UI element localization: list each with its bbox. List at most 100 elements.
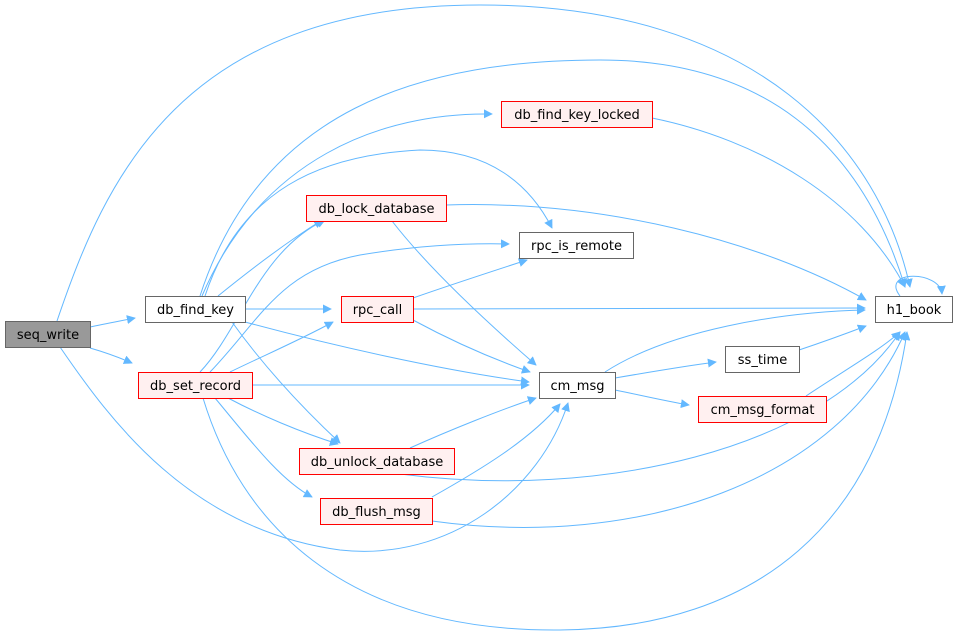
edge-rpc-call-to-rpc-is-remote [412,258,528,299]
edge-arrow [199,59,907,297]
node-box [519,232,634,259]
edge-arrow [895,275,946,297]
edge-arrow [201,109,493,297]
node-label: ss_time [738,353,787,368]
edge-arrow [209,239,510,373]
node-box [5,321,91,348]
edge-arrow [202,331,911,631]
node-box [320,498,433,525]
edge-arrow [59,346,570,552]
edge-seq-write-to-db-set-record [89,347,133,364]
edge-arrow [445,204,867,301]
edge-rpc-call-to-cm-msg [412,319,531,374]
node-db-find-key-locked[interactable]: db_find_key_locked [501,101,653,128]
node-box [539,372,616,399]
node-label: h1_book [887,303,942,318]
node-box [145,296,246,323]
edge-rpc-call-to-h1-book [412,303,866,313]
node-ss-time[interactable]: ss_time [725,346,800,373]
edge-arrow [431,331,906,528]
edge-db-find-key-to-cm-msg [244,321,530,386]
edge-db-set-record-to-rpc-is-remote [209,239,510,373]
node-box [698,396,827,423]
node-label: db_flush_msg [332,505,421,520]
node-label: db_set_record [150,379,241,394]
edge-arrow [805,331,901,397]
node-box [306,195,447,222]
node-label: seq_write [17,328,79,343]
edge-arrow [399,331,901,482]
edge-arrow [244,321,530,386]
edge-arrow [604,305,866,373]
node-seq-write[interactable]: seq_write [5,321,91,348]
edge-arrow [56,4,913,322]
edge-seq-write-to-db-find-key [89,315,136,328]
edge-cm-msg-to-cm-msg-format [614,389,690,409]
edge-arrow [614,358,717,379]
edge-arrow [409,396,537,449]
node-label: rpc_is_remote [531,239,622,254]
node-label: db_find_key_locked [514,108,639,123]
edge-arrow [798,324,867,351]
edge-cm-msg-to-ss-time [614,358,717,379]
edge-arrow [431,403,561,498]
node-h1-book[interactable]: h1_book [875,296,953,323]
edge-cm-msg-format-to-h1-book [805,331,901,397]
node-box [725,346,800,373]
edges-layer [56,4,946,631]
edge-db-set-record-to-db-lock-database [199,219,326,373]
edge-ss-time-to-h1-book [798,324,867,351]
edge-db-find-key-to-db-unlock-database [231,321,341,444]
edge-db-set-record-to-rpc-call [229,321,334,373]
node-box [501,101,653,128]
edge-arrow [227,397,339,446]
node-box [299,448,455,475]
node-db-unlock-database[interactable]: db_unlock_database [299,448,455,475]
edge-arrow [412,319,531,374]
node-box [341,296,414,323]
edge-arrow [217,219,323,297]
node-label: cm_msg [551,379,605,394]
node-box [138,372,253,399]
node-db-lock-database[interactable]: db_lock_database [306,195,447,222]
edge-db-unlock-database-to-h1-book [399,331,901,482]
edge-db-flush-msg-to-h1-book [431,331,906,528]
node-rpc-is-remote[interactable]: rpc_is_remote [519,232,634,259]
edge-arrow [651,117,906,288]
edge-db-find-key-to-db-find-key-locked [201,109,493,297]
edge-db-lock-database-to-cm-msg [391,220,537,366]
node-db-set-record[interactable]: db_set_record [138,372,253,399]
node-label: db_lock_database [318,202,434,217]
node-db-flush-msg[interactable]: db_flush_msg [320,498,433,525]
edge-arrow [89,315,136,328]
node-db-find-key[interactable]: db_find_key [145,296,246,323]
edge-db-set-record-to-db-unlock-database [227,397,339,446]
nodes-layer: seq_write db_find_key db_set_record db_find… [5,101,953,525]
edge-arrow [412,258,528,299]
edge-arrow [229,321,334,373]
node-label: cm_msg_format [711,403,815,418]
edge-db-find-key-to-db-lock-database [217,219,323,297]
node-rpc-call[interactable]: rpc_call [341,296,414,323]
edge-arrow [412,303,866,313]
edge-db-unlock-database-to-cm-msg [409,396,537,449]
edge-arrow [231,321,341,444]
node-cm-msg[interactable]: cm_msg [539,372,616,399]
node-label: rpc_call [353,303,403,318]
node-cm-msg-format[interactable]: cm_msg_format [698,396,827,423]
edge-arrow [614,389,690,409]
edge-seq-write-to-cm-msg [59,346,570,552]
edge-db-find-key-to-rpc-is-remote [204,149,553,297]
edge-h1-book-to-h1-book [895,275,946,297]
node-label: db_find_key [157,303,234,318]
edge-db-find-key-locked-to-h1-book [651,117,906,288]
edge-arrow [391,220,537,366]
edge-arrow [199,219,326,373]
edge-arrow [89,347,133,364]
edge-db-set-record-to-db-flush-msg [214,397,313,498]
edge-db-flush-msg-to-cm-msg [431,403,561,498]
edge-db-set-record-to-h1-book [202,331,911,631]
edge-db-lock-database-to-h1-book [445,204,867,301]
node-box [875,296,953,323]
